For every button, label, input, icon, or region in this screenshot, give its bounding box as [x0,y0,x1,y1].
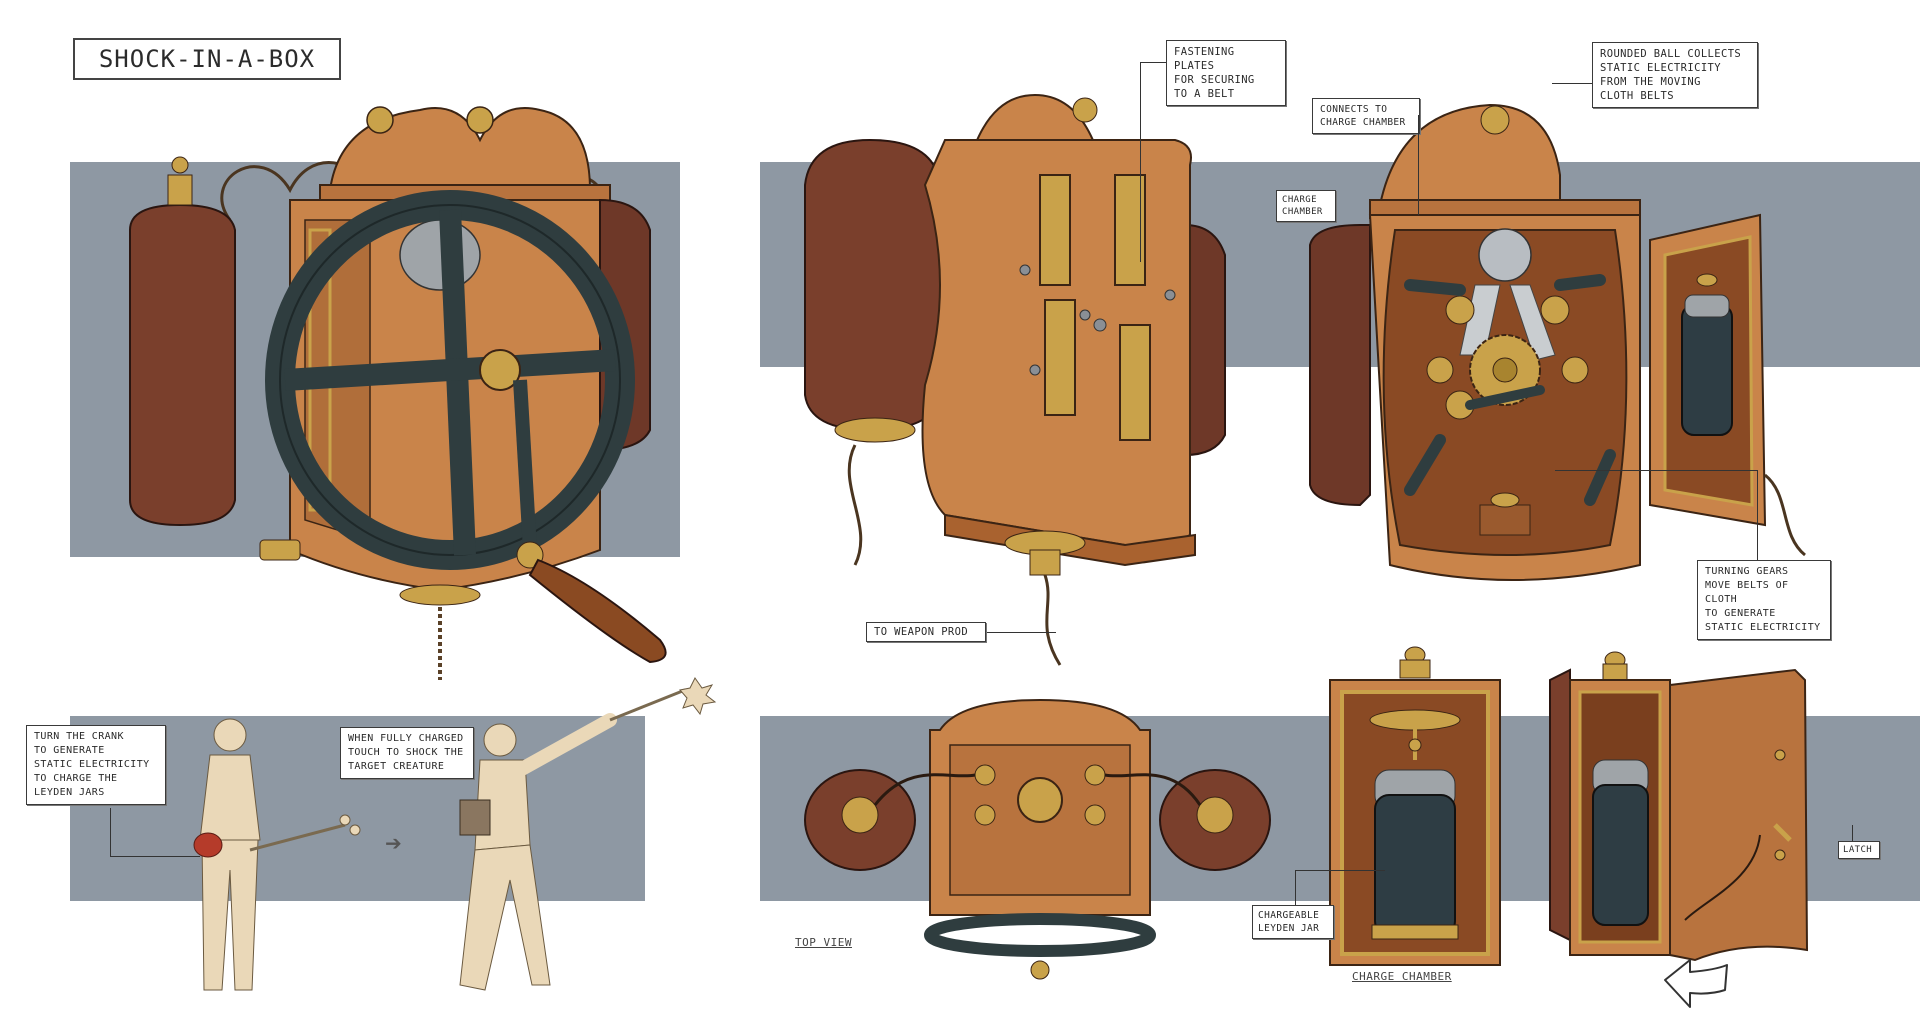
leader-line-fastening-h [1140,62,1166,63]
caption-top-view: Top view [795,936,852,949]
rotate-arrow-icon [1664,959,1728,1008]
annotation-rounded-ball: Rounded ball collects static electricity… [1592,42,1758,108]
sheet-title: SHOCK-IN-A-BOX [73,38,341,80]
leader-line-connects [1418,115,1419,215]
front-view-illustration [129,106,667,680]
leader-line-rounded-ball [1552,83,1592,84]
caption-charge-chamber: Charge chamber [1352,970,1452,983]
annotation-fully-charged: When fully charged touch to shock the ta… [340,727,474,779]
annotation-connects-to-chamber: Connects to charge chamber [1312,98,1420,134]
interior-view-illustration [1309,103,1806,581]
leader-line-turning-gears-h [1555,470,1757,471]
annotation-turn-crank: Turn the crank to generate static electr… [26,725,166,805]
top-view-illustration [804,698,1271,980]
character-poses-illustration: ➔ [193,677,717,991]
leader-line-turn-crank [110,808,111,856]
leader-line-leyden-jar [1295,870,1296,906]
annotation-leyden-jar: Chargeable leyden jar [1252,905,1334,939]
annotation-weapon-prod: To weapon prod [866,622,986,642]
charge-chamber-front-illustration [1329,646,1501,966]
charge-chamber-open-illustration [1549,651,1809,962]
leader-line-turn-crank-h [110,856,200,857]
leader-line-latch [1852,825,1853,843]
back-view-illustration [804,93,1226,666]
annotation-turning-gears: Turning gears move belts of cloth to gen… [1697,560,1831,640]
leader-line-turning-gears [1757,470,1758,560]
leader-line-leyden-jar-h [1295,870,1385,871]
annotation-latch: Latch [1838,841,1880,859]
leader-line-weapon-prod [986,632,1056,633]
svg-text:➔: ➔ [385,831,402,855]
annotation-charge-chamber-side: Charge chamber [1276,190,1336,222]
annotation-fastening-plates: Fastening plates for securing to a belt [1166,40,1286,106]
leader-line-fastening [1140,62,1141,262]
